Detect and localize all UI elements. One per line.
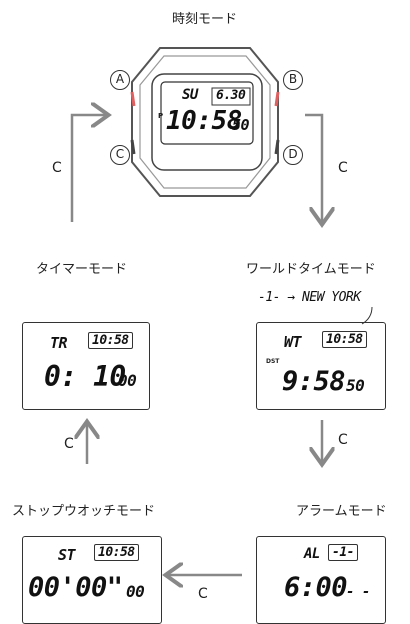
timer-sec: 00	[118, 371, 137, 390]
button-d-mark	[274, 139, 280, 155]
world-time-sec: 50	[346, 376, 365, 395]
world-time-code: WT	[284, 333, 302, 351]
timer-display	[22, 322, 150, 410]
stopwatch-code: ST	[58, 546, 76, 564]
timekeeping-day: SU	[182, 87, 198, 103]
cycle-label-left: C	[52, 160, 62, 176]
timer-clock: 10:58	[88, 332, 133, 349]
alarm-main: 6:00	[284, 572, 348, 603]
button-a-mark	[130, 91, 136, 107]
world-time-mode-title: ワールドタイムモード	[246, 262, 376, 277]
stopwatch-main: 00'00"	[28, 572, 123, 603]
timekeeping-mode-title: 時刻モード	[172, 12, 238, 27]
cycle-label-world-to-alarm: C	[338, 432, 348, 448]
dst-indicator: DST	[266, 358, 280, 365]
cycle-label-alarm-to-stopwatch: C	[198, 586, 208, 602]
world-time-display	[256, 322, 386, 410]
cycle-label-right: C	[338, 160, 348, 176]
world-time-hm: 9:58	[282, 366, 346, 397]
stopwatch-mode-title: ストップウオッチモード	[12, 504, 156, 519]
timekeeping-date: 6.30	[216, 88, 246, 103]
button-c-label: C	[110, 145, 130, 165]
alarm-sec: - -	[346, 584, 370, 600]
timekeeping-sec: 50	[232, 116, 250, 134]
timer-code: TR	[50, 334, 68, 352]
button-a-label: A	[110, 70, 130, 90]
button-d-label: D	[283, 145, 303, 165]
button-b-mark	[274, 91, 280, 107]
timer-mode-title: タイマーモード	[36, 262, 128, 277]
timekeeping-hm: 10:58	[166, 106, 242, 136]
button-c-mark	[130, 139, 136, 155]
timekeeping-pm-indicator: P	[158, 112, 164, 120]
stopwatch-sec: 00	[126, 582, 145, 601]
button-b-label: B	[283, 70, 303, 90]
alarm-mode-title: アラームモード	[296, 504, 387, 519]
alarm-code: AL	[304, 546, 320, 562]
timer-main: 0: 10	[44, 360, 126, 393]
cycle-label-stopwatch-to-timer: C	[64, 436, 74, 452]
alarm-slot: -1-	[328, 544, 358, 561]
stopwatch-clock: 10:58	[94, 544, 139, 561]
world-time-clock: 10:58	[322, 331, 367, 348]
world-time-city-note: -1- → NEW YORK	[258, 290, 361, 305]
